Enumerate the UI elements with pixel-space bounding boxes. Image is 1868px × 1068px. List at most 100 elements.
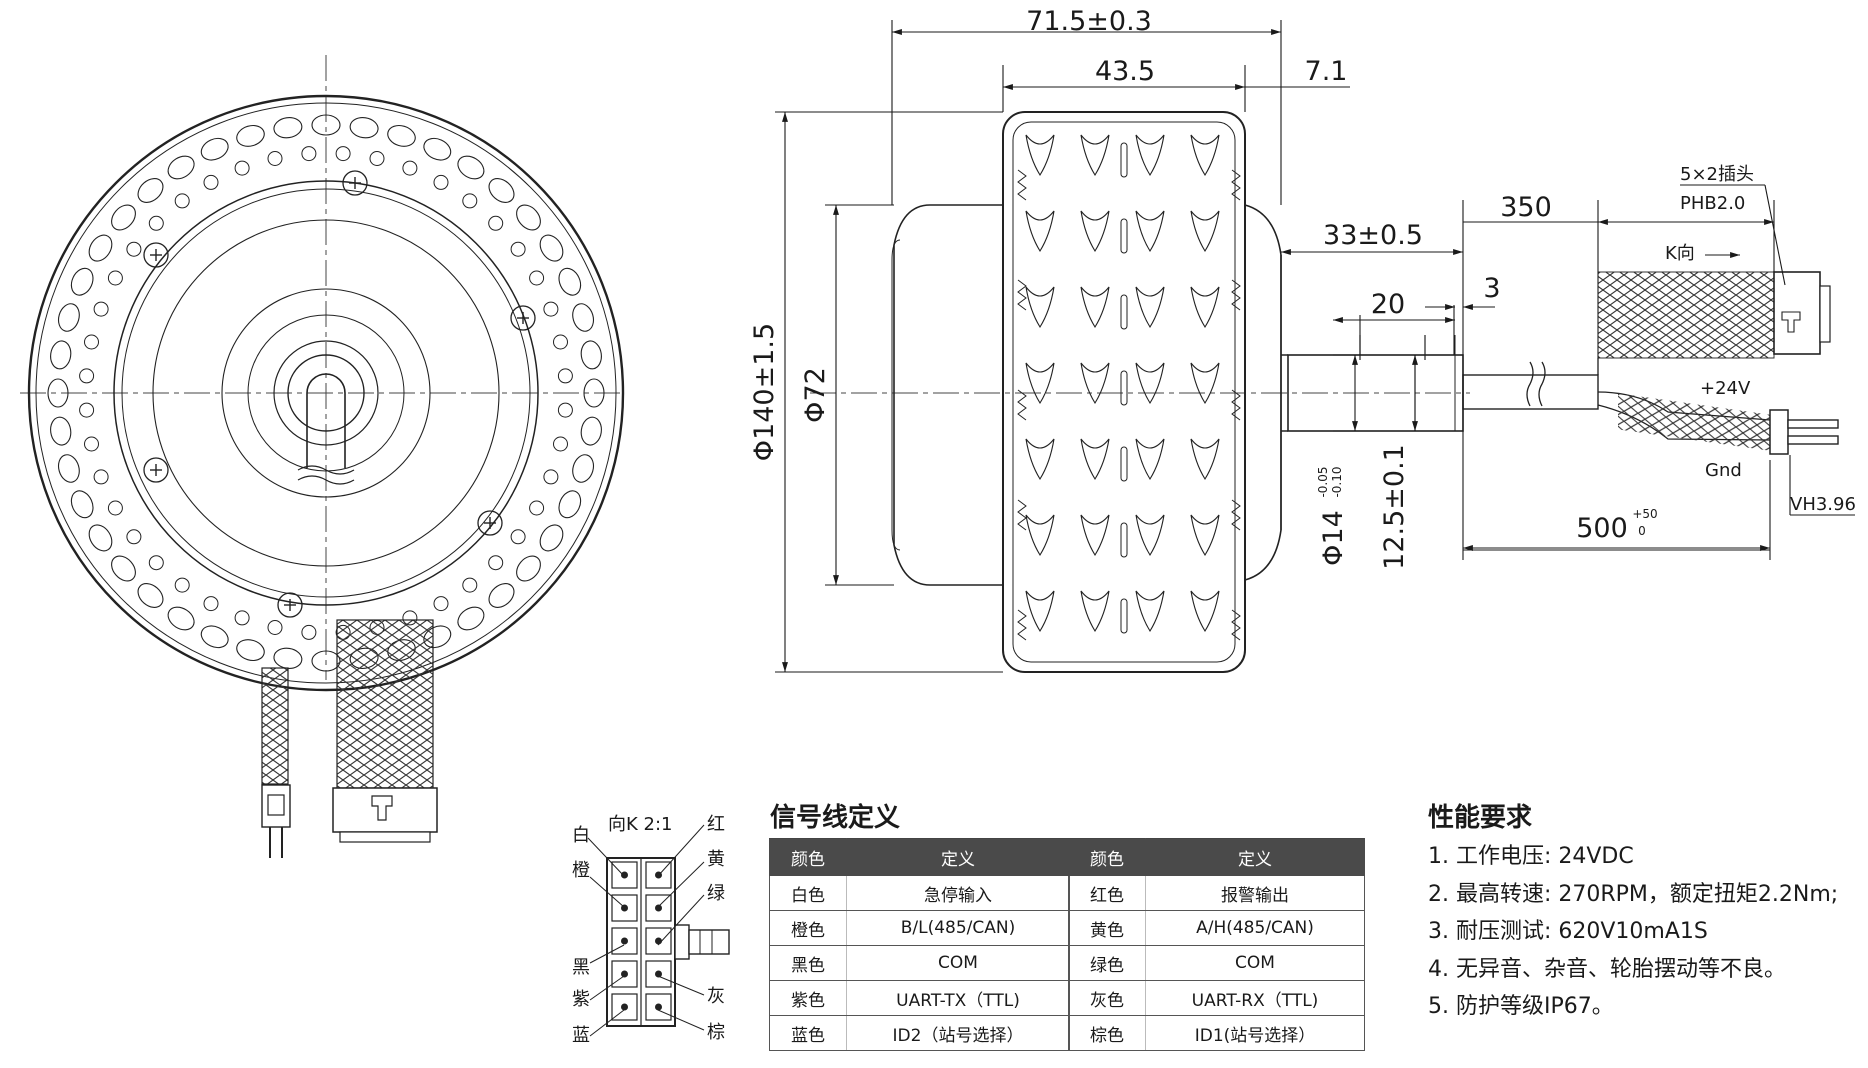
tread-hole-small <box>148 215 164 231</box>
tread-hole-small <box>93 469 109 485</box>
tread-hole-small <box>148 555 164 571</box>
tread-hole <box>111 204 136 231</box>
performance-item: 2. 最高转速: 270RPM，额定扭矩2.2Nm; <box>1428 881 1839 907</box>
tread-hole <box>167 606 195 631</box>
cable-labels: 5×2插头 PHB2.0 K向 +24V Gnd VH3.96 <box>1665 164 1856 515</box>
tread-hole <box>516 204 541 231</box>
tread-block <box>1135 286 1165 329</box>
dim-tire-width: 43.5 <box>1095 56 1155 87</box>
tread-hole <box>200 625 229 649</box>
dim-hub-offset: 7.1 <box>1305 56 1348 87</box>
tread-hole-small <box>543 301 559 317</box>
sidewall-rib <box>1017 499 1027 531</box>
performance-item: 1. 工作电压: 24VDC <box>1428 844 1634 869</box>
sidewall-rib <box>1017 279 1027 311</box>
connector-pin <box>611 861 638 889</box>
tread-hole <box>349 117 379 139</box>
table-cell: 蓝色 <box>769 1015 847 1051</box>
pin-label-brown: 棕 <box>707 1022 725 1043</box>
hub-screws <box>143 170 536 618</box>
tread-hole-small <box>462 193 478 209</box>
tread-block <box>1135 438 1165 481</box>
tread-hole <box>457 155 485 180</box>
tread-hole <box>273 117 303 139</box>
tread-hole <box>580 416 602 446</box>
table-row: 红色报警输出 <box>1068 875 1365 911</box>
tread-block <box>1190 210 1220 253</box>
gnd-label: Gnd <box>1705 460 1742 481</box>
tread-hole <box>236 124 265 147</box>
tread-perforation-ring <box>47 114 605 672</box>
tread-groove <box>1120 142 1128 178</box>
tread-block <box>1025 438 1055 481</box>
tread-hole-small <box>84 436 99 452</box>
tread-hole <box>50 340 72 370</box>
tread-hole <box>57 454 80 483</box>
table-cell: COM <box>1145 945 1365 981</box>
dim-axle-length: 33±0.5 <box>1323 220 1423 251</box>
tread-block <box>1080 438 1110 481</box>
tread-hole-small <box>510 241 526 257</box>
hub-ring-inner <box>221 288 431 498</box>
tread-hole-small <box>203 174 219 190</box>
tread-hole-small <box>267 151 283 166</box>
tread-block <box>1190 590 1220 633</box>
tread-hole-small <box>267 620 283 635</box>
tread-block <box>1135 362 1165 405</box>
tread-block <box>1190 514 1220 557</box>
pin-label-gray: 灰 <box>707 986 725 1007</box>
tread-hole <box>50 416 72 446</box>
screw-icon <box>477 510 503 536</box>
side-view <box>810 111 1839 673</box>
tread-hole-small <box>529 270 545 286</box>
tread-groove <box>1120 598 1128 634</box>
tread-hole <box>167 155 195 180</box>
tread-hole <box>583 378 605 408</box>
tread-block <box>1135 514 1165 557</box>
tread-hole-small <box>529 500 545 516</box>
bearing-ring <box>247 314 405 472</box>
tread-hole <box>70 490 94 519</box>
tread-hole <box>70 267 94 296</box>
table-cell: 白色 <box>769 875 847 911</box>
tread-groove <box>1120 522 1128 558</box>
performance-item: 3. 耐压测试: 620V10mA1S <box>1428 919 1708 944</box>
table-header-definition: 定义 <box>1145 838 1365 876</box>
dim-overall-width: 71.5±0.3 <box>1026 6 1152 37</box>
tread-block <box>1025 134 1055 177</box>
table-header-definition: 定义 <box>846 838 1070 876</box>
tread-hole <box>580 340 602 370</box>
tread-hole-small <box>301 624 317 640</box>
table-cell: ID2（站号选择） <box>846 1015 1070 1051</box>
table-cell: 黄色 <box>1068 910 1146 946</box>
signal-table-title: 信号线定义 <box>770 803 901 833</box>
dim-flat-length: 20 <box>1371 289 1405 320</box>
tread-hole-small <box>433 174 449 190</box>
tread-hole <box>539 524 564 552</box>
tread-hole-small <box>557 368 573 384</box>
connector-pin <box>645 960 672 988</box>
tread-hole-small <box>543 469 559 485</box>
vh-connector <box>1769 409 1789 455</box>
pin-label-red: 红 <box>707 814 725 835</box>
sidewall-rib <box>1017 389 1027 421</box>
tread-hole <box>387 124 416 147</box>
tread-hole <box>488 178 515 203</box>
performance-item: 4. 无异音、杂音、轮胎摆动等不良。 <box>1428 956 1786 982</box>
table-cell: 灰色 <box>1068 980 1146 1016</box>
pin-label-blue: 蓝 <box>572 1025 590 1046</box>
dim-power-cable-length: 500 <box>1576 513 1628 544</box>
tread-hole-small <box>93 301 109 317</box>
hub-face-inner <box>121 188 531 598</box>
tread-block <box>1080 590 1110 633</box>
break-mark <box>297 465 355 485</box>
tread-hole <box>47 378 69 408</box>
connector-pin <box>611 927 638 955</box>
tread-groove <box>1120 446 1128 482</box>
table-cell: A/H(485/CAN) <box>1145 910 1365 946</box>
signal-plug-label: 5×2插头 <box>1680 164 1754 185</box>
screw-icon <box>143 457 169 483</box>
tread-hole <box>137 178 164 203</box>
